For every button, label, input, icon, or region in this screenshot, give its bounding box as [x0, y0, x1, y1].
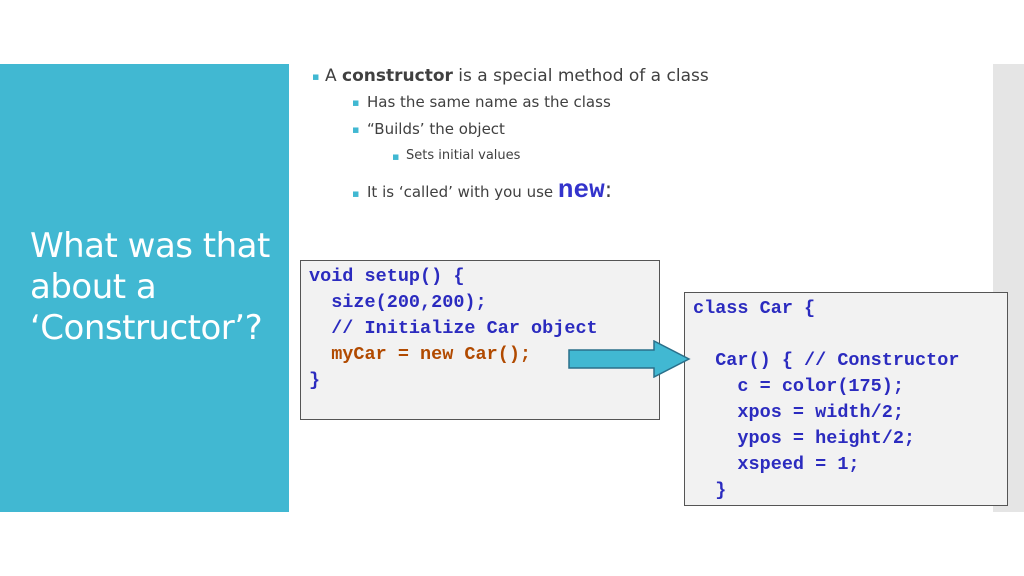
bullet-dot: ▪ — [352, 96, 360, 109]
setup-code-box: void setup() { size(200,200); // Initial… — [300, 260, 660, 420]
bullet-dot: ▪ — [352, 123, 360, 136]
bullet-bold-term: constructor — [342, 66, 453, 86]
code-line: xspeed = 1; — [693, 454, 860, 475]
bullet-text: It is ‘called’ with you use — [367, 183, 558, 201]
code-line: void setup() { — [309, 266, 465, 287]
bullet-dot: ▪ — [392, 150, 400, 163]
bullet-initial-values: Sets initial values — [406, 148, 521, 163]
bullet-same-name: Has the same name as the class — [367, 93, 611, 111]
bullet-builds: “Builds’ the object — [367, 120, 505, 138]
code-line: class Car { — [693, 298, 816, 319]
class-code-box: class Car { Car() { // Constructor c = c… — [684, 292, 1008, 506]
bullet-constructor: A constructor is a special method of a c… — [325, 66, 709, 86]
bullet-text: A — [325, 66, 343, 86]
code-line: size(200,200); — [309, 292, 487, 313]
code-line: ypos = height/2; — [693, 428, 916, 449]
code-line: // Initialize Car object — [309, 318, 598, 339]
bullet-dot: ▪ — [312, 70, 320, 83]
bullet-text: : — [604, 178, 613, 203]
bullet-called-new: It is ‘called’ with you use new: — [367, 175, 612, 205]
title-panel — [0, 64, 289, 512]
code-line: } — [309, 370, 321, 391]
code-line: } — [693, 480, 727, 501]
code-line: xpos = width/2; — [693, 402, 904, 423]
code-line-highlighted: myCar = new Car(); — [309, 344, 532, 365]
right-arrow-icon — [568, 340, 691, 378]
bullet-dot: ▪ — [352, 187, 360, 200]
bullet-text: is a special method of a class — [452, 66, 709, 86]
new-keyword: new — [557, 175, 605, 205]
code-line — [693, 322, 1007, 348]
code-line: Car() { // Constructor — [693, 350, 960, 371]
code-line: c = color(175); — [693, 376, 904, 397]
slide-title: What was that about a ‘Constructor’? — [30, 226, 270, 348]
